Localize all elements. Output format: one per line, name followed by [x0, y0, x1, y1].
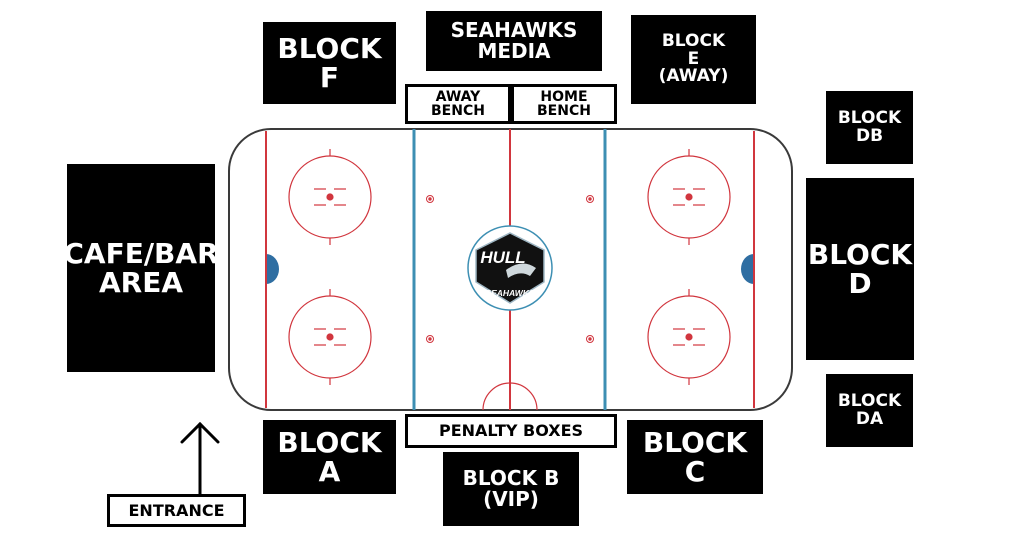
neutral-zone-dots — [426, 195, 594, 343]
block-da[interactable]: BLOCK DA — [826, 374, 913, 447]
hull-seahawks-logo: HULL SEAHAWKS — [467, 225, 553, 311]
faceoff-circle-bottom-right — [647, 289, 731, 385]
faceoff-circle-bottom-left — [288, 289, 372, 385]
entrance-arrow — [180, 421, 220, 497]
left-goal-crease — [266, 254, 279, 284]
penalty-boxes[interactable]: PENALTY BOXES — [405, 414, 617, 448]
cafe-bar-area[interactable]: CAFE/BAR AREA — [63, 164, 219, 372]
entrance-label[interactable]: ENTRANCE — [107, 494, 246, 527]
right-goal-crease — [741, 254, 754, 284]
logo-top-text: HULL — [480, 248, 525, 267]
block-c[interactable]: BLOCK C — [627, 420, 763, 494]
seahawks-media-area[interactable]: SEAHAWKS MEDIA — [426, 11, 602, 71]
block-db[interactable]: BLOCK DB — [826, 91, 913, 164]
block-e-away[interactable]: BLOCK E (AWAY) — [631, 15, 756, 104]
block-f[interactable]: BLOCK F — [263, 22, 396, 104]
block-d[interactable]: BLOCK D — [806, 178, 914, 360]
block-a[interactable]: BLOCK A — [263, 420, 396, 494]
block-b-vip[interactable]: BLOCK B (VIP) — [443, 452, 579, 526]
faceoff-circle-top-right — [647, 149, 731, 245]
home-bench[interactable]: HOME BENCH — [511, 84, 617, 124]
logo-bottom-text: SEAHAWKS — [485, 288, 534, 298]
away-bench[interactable]: AWAY BENCH — [405, 84, 511, 124]
referee-crease — [482, 382, 538, 411]
faceoff-circle-top-left — [288, 149, 372, 245]
